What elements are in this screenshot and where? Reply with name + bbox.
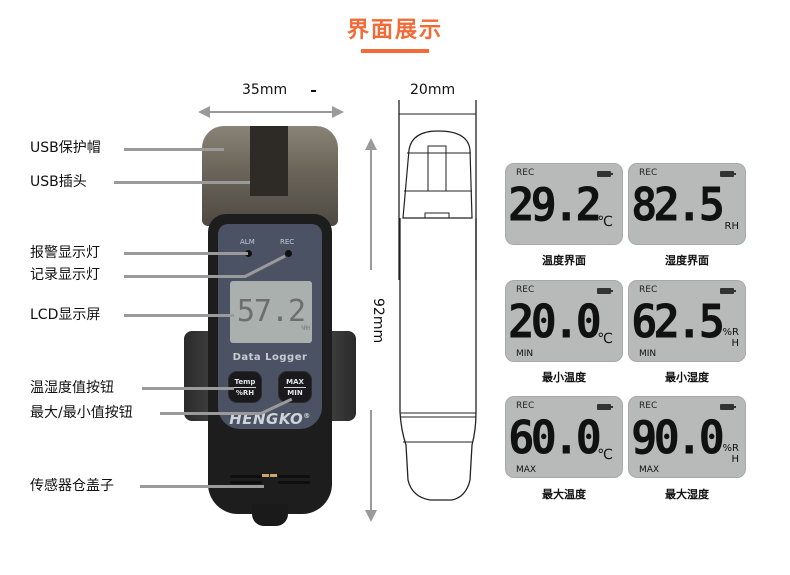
rec-indicator: REC bbox=[516, 401, 535, 411]
max-min-button[interactable]: MAX MIN bbox=[278, 371, 312, 403]
lcd-value: 62.5 bbox=[631, 295, 725, 350]
leader-line bbox=[140, 485, 264, 488]
lcd-unit: RH bbox=[724, 221, 739, 232]
max-min-button-top: MAX bbox=[286, 378, 304, 386]
lcd-unit: %RH bbox=[722, 443, 739, 465]
battery-icon bbox=[720, 404, 736, 410]
sensor-vent bbox=[278, 481, 310, 484]
device-foot bbox=[252, 504, 288, 526]
battery-icon bbox=[597, 404, 613, 410]
height-dimension-label: 92mm bbox=[370, 298, 386, 344]
lcd-panel-max-humidity: REC 90.0 %RH MAX bbox=[628, 396, 746, 478]
lcd-value: 90.0 bbox=[631, 411, 725, 466]
device-lcd-unit: %RH bbox=[301, 325, 310, 332]
leader-line bbox=[124, 314, 234, 317]
lcd-unit: %RH bbox=[722, 327, 739, 349]
lcd-panel-humidity: REC 82.5 RH bbox=[628, 163, 746, 245]
usb-plug bbox=[250, 126, 288, 196]
registered-mark: ® bbox=[303, 412, 311, 420]
width-dimension-label: 35mm bbox=[242, 82, 288, 98]
lcd-panel-min-temperature: REC 20.0 ℃ MIN bbox=[505, 280, 623, 362]
battery-icon bbox=[720, 171, 736, 177]
lcd-mode: MAX bbox=[516, 465, 537, 475]
callout-lcd-screen: LCD显示屏 bbox=[30, 307, 101, 323]
device-lcd-value: 57.2 bbox=[236, 294, 306, 329]
battery-icon bbox=[720, 288, 736, 294]
page-title: 界面展示 bbox=[346, 18, 443, 43]
height-arrow-down bbox=[365, 410, 377, 522]
panel-caption: 最大温度 bbox=[542, 488, 586, 501]
panel-caption: 湿度界面 bbox=[665, 254, 709, 267]
panel-caption: 温度界面 bbox=[542, 254, 586, 267]
rec-indicator: REC bbox=[516, 285, 535, 295]
leader-line bbox=[124, 252, 248, 255]
lcd-panel-min-humidity: REC 62.5 %RH MIN bbox=[628, 280, 746, 362]
rec-indicator: REC bbox=[639, 168, 658, 178]
lcd-unit: ℃ bbox=[597, 331, 613, 347]
panel-caption: 最小湿度 bbox=[665, 371, 709, 384]
alm-led-label: ALM bbox=[240, 238, 255, 246]
rec-led-label: REC bbox=[280, 238, 295, 246]
leader-line bbox=[160, 412, 262, 415]
lcd-mode: MAX bbox=[639, 465, 660, 475]
clip-left bbox=[184, 331, 208, 421]
callout-record-led: 记录显示灯 bbox=[30, 267, 100, 283]
sensor-vent bbox=[278, 475, 310, 478]
width-dimension-arrow bbox=[198, 106, 344, 118]
rec-indicator: REC bbox=[516, 168, 535, 178]
product-label: Data Logger bbox=[232, 352, 308, 363]
clip-right bbox=[332, 331, 356, 421]
leader-line bbox=[114, 181, 250, 184]
lcd-value: 82.5 bbox=[631, 178, 725, 233]
max-min-button-bottom: MIN bbox=[287, 389, 303, 397]
callout-usb-plug: USB插头 bbox=[30, 174, 87, 190]
battery-icon bbox=[597, 171, 613, 177]
leader-line bbox=[124, 275, 246, 278]
lcd-panel-temperature: REC 29.2 ℃ bbox=[505, 163, 623, 245]
callout-sensor-cover: 传感器仓盖子 bbox=[30, 478, 114, 494]
lcd-mode: MIN bbox=[639, 349, 657, 359]
lcd-panel-max-temperature: REC 60.0 ℃ MAX bbox=[505, 396, 623, 478]
callout-usb-cap: USB保护帽 bbox=[30, 140, 101, 156]
data-logger-device: ALM REC 57.2 %RH Data Logger Temp %RH MA… bbox=[184, 126, 356, 526]
sensor-vent bbox=[230, 475, 262, 478]
vent-indicator bbox=[270, 474, 277, 477]
lcd-value: 29.2 bbox=[508, 178, 602, 233]
temp-rh-button-top: Temp bbox=[234, 378, 256, 386]
rec-indicator: REC bbox=[639, 401, 658, 411]
side-width-dimension-label: 20mm bbox=[410, 82, 456, 98]
battery-icon bbox=[597, 288, 613, 294]
device-lcd: 57.2 %RH bbox=[230, 281, 312, 343]
panel-caption: 最大湿度 bbox=[665, 488, 709, 501]
alarm-led bbox=[245, 250, 252, 257]
callout-alarm-led: 报警显示灯 bbox=[30, 245, 100, 261]
temp-rh-button-bottom: %RH bbox=[235, 389, 255, 397]
leader-line bbox=[142, 387, 234, 390]
panel-caption: 最小温度 bbox=[542, 371, 586, 384]
sensor-vent bbox=[230, 481, 262, 484]
rec-indicator: REC bbox=[639, 285, 658, 295]
lcd-unit: ℃ bbox=[597, 214, 613, 230]
lcd-value: 60.0 bbox=[508, 411, 602, 466]
lcd-unit: ℃ bbox=[597, 447, 613, 463]
leader-line bbox=[124, 148, 224, 151]
lcd-value: 20.0 bbox=[508, 295, 602, 350]
callout-max-min-button: 最大/最小值按钮 bbox=[30, 405, 133, 421]
dash-mark bbox=[311, 90, 316, 92]
title-underline bbox=[361, 49, 429, 53]
lcd-mode: MIN bbox=[516, 349, 534, 359]
vent-indicator bbox=[262, 474, 269, 477]
record-led bbox=[285, 250, 292, 257]
side-view-outline bbox=[398, 100, 477, 501]
height-arrow-up bbox=[365, 138, 377, 270]
callout-temp-rh-button: 温湿度值按钮 bbox=[30, 380, 114, 396]
